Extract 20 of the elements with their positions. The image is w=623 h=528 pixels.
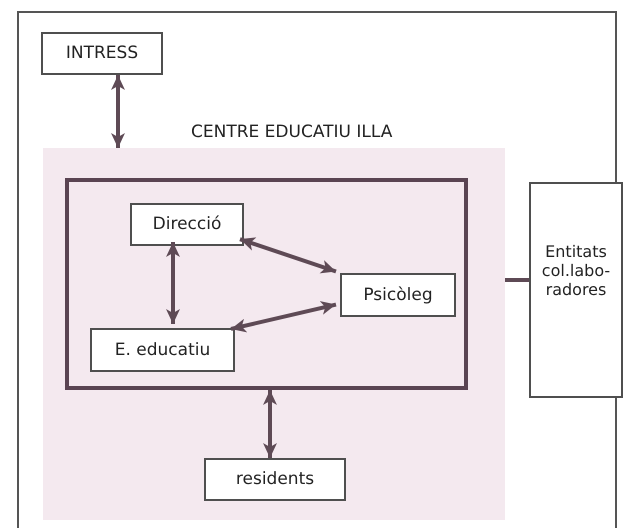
entities-label: Entitats col.labo- radores bbox=[540, 242, 612, 300]
role-box bbox=[130, 203, 244, 246]
double-arrow bbox=[230, 301, 336, 332]
box-label: Direcció bbox=[152, 214, 222, 235]
connector-line bbox=[505, 278, 529, 282]
box-label: E. educatiu bbox=[114, 340, 210, 360]
role-box bbox=[90, 328, 235, 372]
residents-box bbox=[204, 458, 346, 501]
box-label: INTRESS bbox=[66, 43, 138, 64]
double-arrow bbox=[239, 237, 337, 274]
role-box bbox=[340, 273, 456, 317]
box-label: residents bbox=[236, 469, 314, 490]
double-arrow bbox=[111, 75, 125, 148]
centre-heading: CENTRE EDUCATIU ILLA bbox=[191, 122, 392, 142]
entities-box bbox=[529, 182, 623, 398]
double-arrow bbox=[263, 390, 277, 458]
box-label: Psicòleg bbox=[363, 284, 433, 306]
centre-frame bbox=[65, 178, 468, 390]
double-arrow bbox=[166, 242, 180, 324]
organization-box bbox=[41, 32, 163, 75]
